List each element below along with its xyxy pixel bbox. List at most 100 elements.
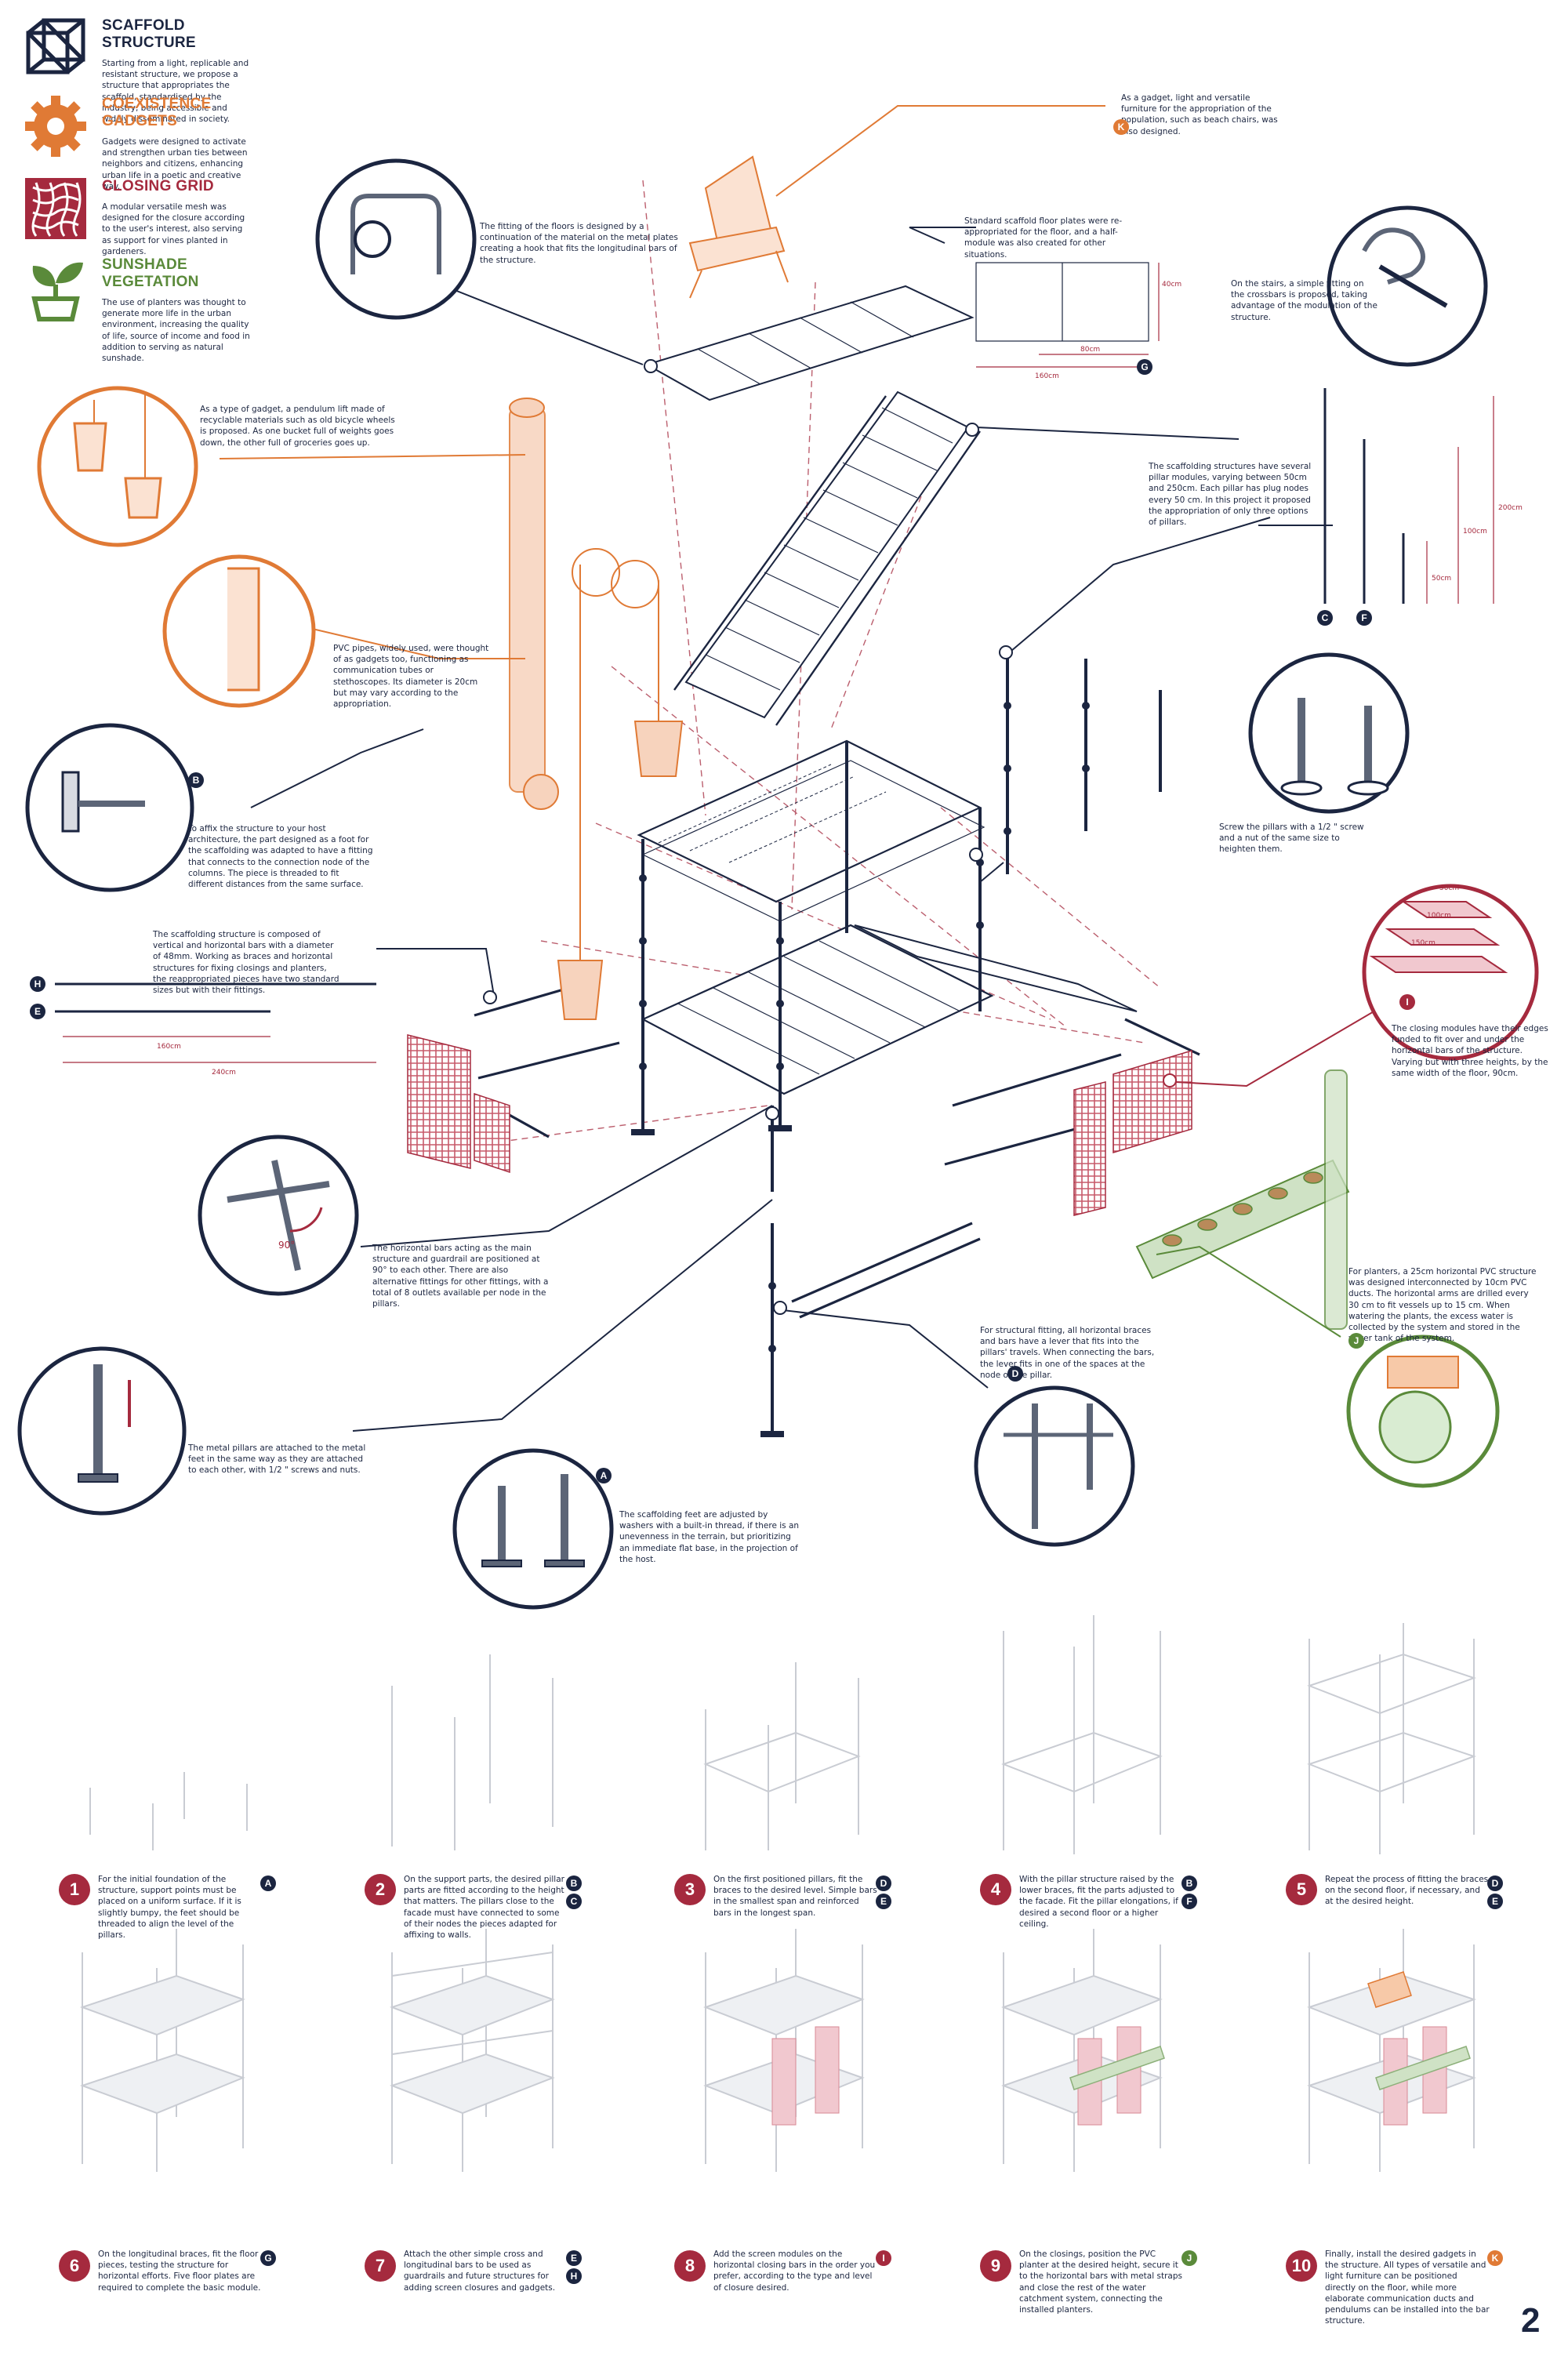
- dim-closing-a: 50cm: [1439, 884, 1459, 892]
- step-text-5: Repeat the process of fitting the braces…: [1325, 1875, 1489, 1907]
- gear-icon: [25, 96, 86, 157]
- step-1-letter-a: A: [260, 1876, 276, 1891]
- callout-badge-h: H: [30, 976, 45, 992]
- thumb-step-5: [1307, 1623, 1476, 1854]
- callout-badge-f: F: [1356, 610, 1372, 626]
- detail-bubble-feet-washer: [452, 1448, 614, 1610]
- pillars: [641, 651, 1162, 1435]
- legend-text-gadgets: Gadgets were designed to activate and st…: [102, 137, 248, 191]
- exploded-axonometric-diagram: 40cm 80cm 160cm 50cm 100cm 200cm 160cm 2…: [17, 105, 1539, 1610]
- thumb-step-2: [391, 1654, 554, 1850]
- callout-wall: To affix the structure to your host arch…: [188, 824, 373, 889]
- step-text-8: Add the screen modules on the horizontal…: [713, 2250, 876, 2293]
- step-number-4: 4: [980, 1874, 1011, 1905]
- step-5-letter-e: E: [1487, 1894, 1503, 1909]
- step-number-7: 7: [365, 2250, 396, 2282]
- thumb-step-3: [703, 1662, 861, 1850]
- pillar-options-drawing: [1323, 388, 1405, 604]
- detail-bubble-pillar-foot: [17, 1346, 187, 1516]
- legend-vegetation: SUNSHADE VEGETATION The use of planters …: [24, 255, 282, 363]
- legend-grid: CLOSING GRID A modular versatile mesh wa…: [24, 176, 282, 256]
- detail-bubble-90deg-joint: [198, 1135, 359, 1296]
- callout-stairs: On the stairs, a simple fitting on the c…: [1231, 279, 1377, 322]
- step-6-letter-g: G: [260, 2250, 276, 2266]
- callout-feet: The scaffolding feet are adjusted by was…: [619, 1510, 800, 1564]
- detail-bubble-stair-hook: [1327, 205, 1488, 367]
- step-5-letter-d: D: [1487, 1876, 1503, 1891]
- callout-pvc: PVC pipes, widely used, were thought of …: [333, 644, 489, 709]
- leader-lines-navy: [250, 227, 1333, 1432]
- thumb-step-6: [79, 1929, 245, 2172]
- callout-screw: Screw the pillars with a 1/2 " screw and…: [1219, 822, 1364, 855]
- step-number-8: 8: [674, 2250, 706, 2282]
- floor-plate-dimension-lines: [976, 263, 1160, 368]
- callout-structural: For structural fitting, all horizontal b…: [980, 1326, 1155, 1380]
- step-7-letter-e: E: [566, 2250, 582, 2266]
- detail-bubble-wall-anchor: [25, 723, 194, 892]
- legend-title-grid: CLOSING GRID: [102, 178, 214, 194]
- step-text-3: On the first positioned pillars, fit the…: [713, 1875, 877, 1918]
- step-number-1: 1: [59, 1874, 90, 1905]
- thumb-step-7: [390, 1929, 555, 2172]
- step-number-5: 5: [1286, 1874, 1317, 1905]
- dim-closing-c: 150cm: [1411, 939, 1436, 947]
- step-text-1: For the initial foundation of the struct…: [98, 1875, 241, 1940]
- step-number-2: 2: [365, 1874, 396, 1905]
- beach-chair-gadget: [688, 155, 789, 299]
- detail-bubble-pillar-screw: [1248, 652, 1410, 814]
- closing-mesh-panels: [407, 1034, 1192, 1216]
- sprout-icon: [31, 262, 83, 321]
- callout-badge-e: E: [30, 1004, 45, 1019]
- grid-icon: [25, 178, 86, 239]
- step-7-letter-h: H: [566, 2268, 582, 2284]
- step-number-10: 10: [1286, 2250, 1317, 2282]
- step-number-9: 9: [980, 2250, 1011, 2282]
- pendulum-lift: [557, 548, 684, 1020]
- step-3-letter-d: D: [876, 1876, 891, 1891]
- detail-bubble-floor-hook: [315, 158, 477, 320]
- step-text-10: Finally, install the desired gadgets in …: [1325, 2250, 1490, 2326]
- callout-badge-g: G: [1137, 359, 1152, 375]
- floor-plate-top: [644, 285, 975, 401]
- step-3-letter-e: E: [876, 1894, 891, 1909]
- step-number-6: 6: [59, 2250, 90, 2282]
- detail-bubble-planter-section: [1346, 1334, 1500, 1488]
- callout-badge-k: K: [1113, 119, 1129, 135]
- thumb-gadget: [1367, 1971, 1412, 2008]
- detail-bubble-pvc-elbow: [162, 554, 316, 708]
- callout-floor-plates: Standard scaffold floor plates were re-a…: [964, 216, 1123, 260]
- dim-angle: 90°: [278, 1240, 295, 1251]
- assembly-steps-thumbnails: [79, 1615, 1476, 2172]
- callout-gadget-chair: As a gadget, light and versatile furnitu…: [1121, 93, 1278, 136]
- leader-line-green: [1156, 1245, 1341, 1338]
- callout-horizontal: The scaffolding structure is composed of…: [153, 930, 339, 995]
- pillar-dimension-lines: [1426, 396, 1494, 604]
- step-4-letter-b: B: [1181, 1876, 1197, 1891]
- legend-scaffold: SCAFFOLD STRUCTURE Starting from a light…: [24, 16, 282, 124]
- dim-pillar-b: 100cm: [1463, 528, 1487, 536]
- step-4-letter-f: F: [1181, 1894, 1197, 1909]
- callout-badge-a: A: [596, 1468, 612, 1483]
- step-number-3: 3: [674, 1874, 706, 1905]
- lower-floor-plates: [641, 924, 994, 1095]
- callout-badge-b: B: [188, 772, 204, 788]
- step-text-9: On the closings, position the PVC plante…: [1019, 2250, 1182, 2315]
- upper-brace-frame: [637, 739, 985, 922]
- leader-lines-orange: [219, 105, 1105, 659]
- dim-plate-half: 80cm: [1080, 346, 1100, 354]
- joint-markers: [483, 359, 1177, 1315]
- step-10-letter-k: K: [1487, 2250, 1503, 2266]
- legend-text-scaffold: Starting from a light, replicable and re…: [102, 59, 249, 124]
- legend-title-vegetation: SUNSHADE VEGETATION: [102, 256, 199, 290]
- legend-text-grid: A modular versatile mesh was designed fo…: [102, 202, 245, 256]
- callout-planters: For planters, a 25cm horizontal PVC stru…: [1348, 1267, 1537, 1344]
- pvc-communication-tube: [509, 398, 559, 810]
- callout-metal-pillars: The metal pillars are attached to the me…: [188, 1443, 366, 1476]
- detail-bubble-closing-sizes: [1362, 884, 1539, 1061]
- dim-pillar-c: 200cm: [1498, 504, 1523, 512]
- step-text-7: Attach the other simple cross and longit…: [404, 2250, 556, 2293]
- callout-badge-i: I: [1399, 994, 1415, 1010]
- step-text-4: With the pillar structure raised by the …: [1019, 1875, 1178, 1929]
- bar-dimension-lines: [63, 1036, 376, 1063]
- leader-line-red: [1175, 991, 1408, 1088]
